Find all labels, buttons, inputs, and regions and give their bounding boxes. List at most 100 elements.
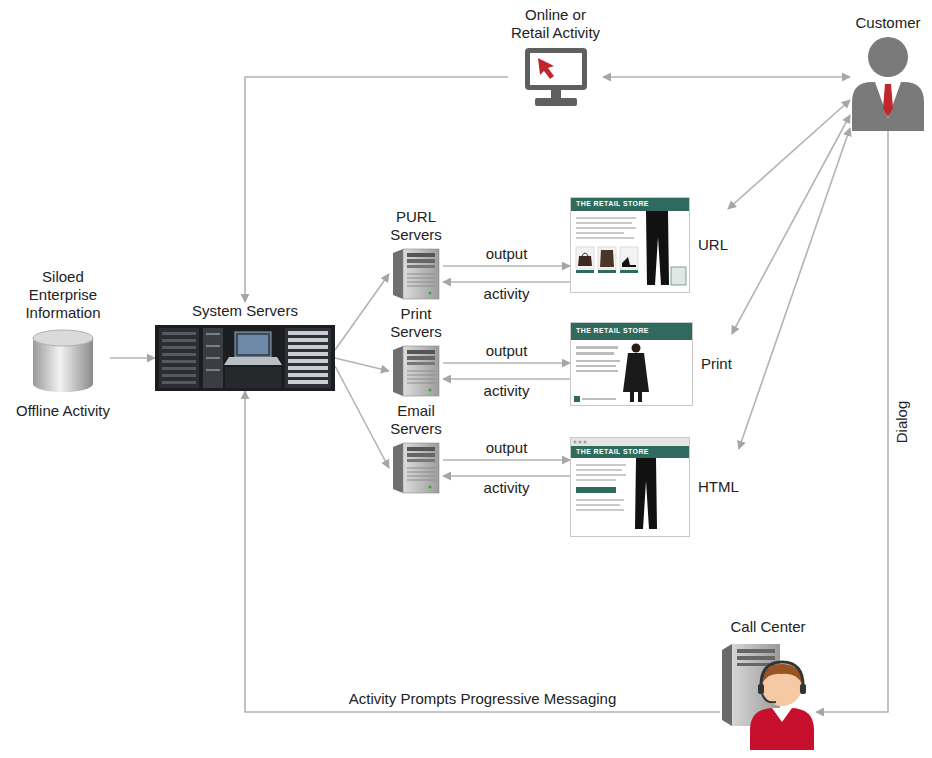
icon-part [162,360,196,363]
connector [732,115,850,334]
server-tower-icon [389,344,443,398]
icon-part [571,198,690,293]
connector [245,391,720,712]
page-node: Print [570,322,732,406]
screenshot-header-text: THE RETAIL STORE [576,200,649,208]
icon-part [576,346,618,349]
icon-part [288,331,328,335]
icon-part [224,357,282,365]
icon-part [162,367,196,370]
icon-part [576,464,626,466]
connector [443,362,570,364]
icon-part [407,375,435,376]
icon-part [800,684,806,694]
icon-part [622,257,636,267]
icon-part [758,684,764,694]
icon-part [407,379,435,380]
icon-part [576,352,614,355]
icon-part [576,504,620,506]
icon-part [288,366,328,370]
icon-part [162,332,196,384]
icon-part [576,469,622,471]
icon-part [576,370,618,372]
icon-part [574,441,587,444]
page-node: URL [570,197,728,293]
icon-part [407,447,435,451]
person-icon [850,36,926,131]
icon-part [576,360,620,362]
edge-label: activity [482,479,532,497]
icon-part [407,259,435,263]
icon-part [623,353,649,392]
icon-part [576,270,638,273]
icon-part [582,398,616,400]
icon-part [576,232,624,234]
customer-node: Customer [850,14,926,131]
icon-part [635,458,657,529]
icon-part [407,356,435,360]
icon-part [576,217,636,219]
icon-part [162,374,196,377]
server-tower-icon [389,441,443,495]
node-label: Email Servers [390,402,442,438]
icon-part [407,274,435,286]
icon-part [737,649,775,653]
connector [335,366,389,468]
connector [110,357,155,359]
node-label: Customer [855,14,920,32]
icon-part [571,323,692,340]
node-label: Siloed Enterprise Information [18,268,108,322]
icon-part [576,487,616,493]
node-label: URL [698,236,728,254]
icon-part [407,253,435,257]
icon-part [33,330,93,346]
server-rack-photo [155,325,335,391]
icon-part [535,98,577,106]
icon-part [576,509,624,511]
activity-node: Online or Retail Activity [508,6,603,108]
icon-part [285,328,331,388]
icon-part [750,708,814,750]
call-center-icon [720,642,816,750]
icon-part [571,438,690,537]
icon-part [762,694,776,702]
icon-part [574,441,577,444]
icon-part [407,468,435,480]
icon-part [576,479,616,481]
data-store-node: Siloed Enterprise Information Offline Ac… [16,268,110,420]
icon-part [571,446,689,458]
icon-part [288,331,328,384]
connector [728,100,850,209]
icon-part [235,332,271,357]
icon-part [162,353,196,356]
connector [739,128,850,449]
icon-part [238,335,268,354]
icon-part [632,344,641,353]
icon-part [288,345,328,349]
connector [816,131,888,712]
icon-part [407,278,435,279]
icon-part [576,270,594,273]
icon-part [206,333,220,371]
server-node: Print Servers [389,305,443,398]
icon-part [582,253,588,256]
system-servers-node: System Servers [155,302,335,391]
icon-part [598,270,616,273]
icon-part [403,249,439,299]
icon-part [429,292,432,295]
connector [443,378,570,380]
web-page-screenshot [570,197,690,293]
icon-part [155,325,335,391]
icon-part [574,396,580,402]
edge-label: output [484,342,530,360]
database-icon [31,328,95,394]
node-label: HTML [698,478,739,496]
icon-part [525,48,587,90]
connector [443,475,570,477]
icon-part [737,656,775,660]
icon-part [288,373,328,377]
screenshot-header-text: THE RETAIL STORE [576,448,649,456]
connector [603,76,850,78]
